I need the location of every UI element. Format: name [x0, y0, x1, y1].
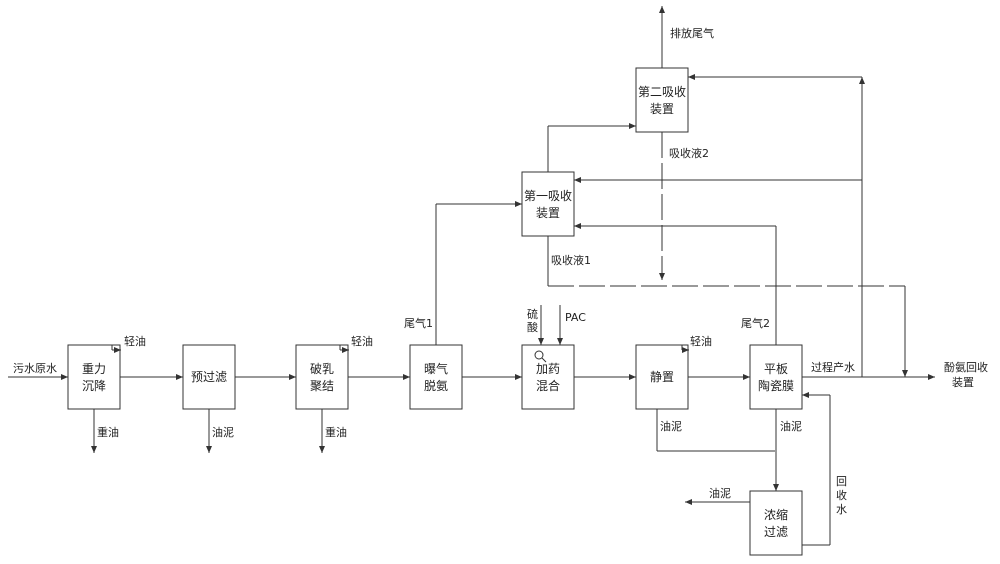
- svg-text:脱氨: 脱氨: [424, 378, 448, 393]
- svg-text:加药: 加药: [536, 362, 560, 376]
- phenol-ammonia-recovery-label: 装置: [952, 376, 974, 389]
- heavy-oil-label: 重油: [325, 425, 347, 439]
- svg-text:聚结: 聚结: [310, 379, 334, 393]
- sludge-label: 油泥: [660, 419, 682, 433]
- svg-text:浓缩: 浓缩: [764, 507, 788, 522]
- svg-text:第一吸收: 第一吸收: [524, 189, 572, 203]
- process-water-label: 过程产水: [811, 360, 855, 374]
- demulsify-coalesce-box: 破乳 聚结: [295, 344, 349, 410]
- sludge-label: 油泥: [780, 419, 802, 433]
- svg-text:混合: 混合: [536, 378, 560, 393]
- dosing-mixing-box: 加药 混合: [521, 344, 575, 410]
- ceramic-membrane-box: 平板 陶瓷膜: [749, 344, 803, 410]
- raw-water-label: 污水原水: [13, 362, 57, 375]
- exhaust-gas-label: 排放尾气: [670, 26, 714, 40]
- tail-gas-2-label: 尾气2: [741, 316, 770, 330]
- concentrate-filter-box: 浓缩 过滤: [749, 490, 803, 556]
- light-oil-label: 轻油: [690, 334, 712, 348]
- first-absorber-box: 第一吸收 装置: [521, 171, 575, 237]
- svg-text:曝气: 曝气: [424, 361, 448, 376]
- svg-text:装置: 装置: [650, 102, 674, 116]
- heavy-oil-label: 重油: [97, 425, 119, 439]
- pac-label: PAC: [565, 311, 586, 324]
- side-stream-lines: [91, 6, 908, 546]
- svg-text:平板: 平板: [764, 362, 788, 376]
- phenol-ammonia-recovery-label: 酚氨回收: [944, 360, 988, 374]
- sludge-out-label: 油泥: [709, 486, 731, 500]
- svg-text:装置: 装置: [536, 206, 560, 220]
- svg-text:第二吸收: 第二吸收: [638, 85, 686, 99]
- magnifier-icon: [534, 350, 544, 360]
- gravity-settling-box: 重力 沉降: [67, 344, 121, 410]
- return-water-label: 回: [836, 475, 847, 488]
- second-absorber-box: 第二吸收 装置: [635, 67, 689, 133]
- settling-box: 静置: [635, 344, 689, 410]
- absorb-liquid-1-label: 吸收液1: [551, 253, 591, 267]
- light-oil-label: 轻油: [351, 334, 373, 348]
- aeration-deammonia-box: 曝气 脱氨: [409, 344, 463, 410]
- light-oil-label: 轻油: [124, 334, 146, 348]
- svg-text:破乳: 破乳: [310, 361, 334, 376]
- svg-text:预过滤: 预过滤: [191, 370, 227, 384]
- sulfuric-acid-label: 酸: [527, 320, 538, 334]
- return-water-label: 水: [836, 503, 847, 516]
- svg-text:陶瓷膜: 陶瓷膜: [758, 378, 794, 393]
- prefilter-box: 预过滤: [182, 344, 236, 410]
- sulfuric-acid-label: 硫: [527, 307, 538, 321]
- svg-text:沉降: 沉降: [82, 379, 106, 393]
- stream-labels: 污水原水 轻油 重油 油泥 轻油 重油 尾气1 硫 酸 PAC 轻油 油泥 尾气…: [13, 26, 988, 516]
- absorb-liquid-2-label: 吸收液2: [669, 146, 709, 160]
- svg-text:过滤: 过滤: [764, 525, 788, 539]
- sludge-label: 油泥: [212, 425, 234, 439]
- svg-text:静置: 静置: [650, 370, 674, 384]
- tail-gas-1-label: 尾气1: [404, 316, 433, 330]
- return-water-label: 收: [836, 488, 847, 502]
- svg-text:重力: 重力: [82, 362, 106, 376]
